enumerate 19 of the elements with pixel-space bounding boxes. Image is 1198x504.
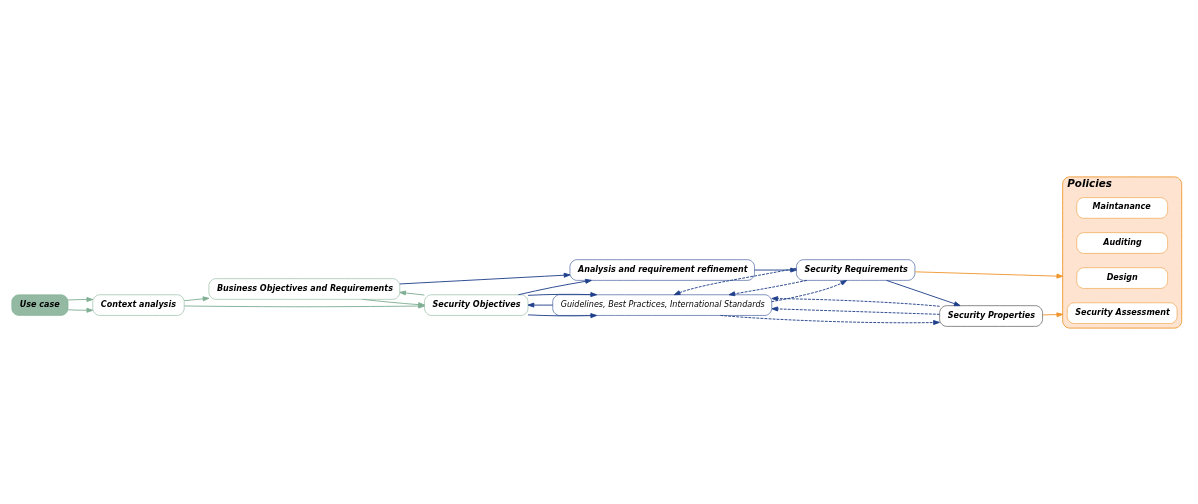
- arrow: [771, 279, 848, 302]
- arrow: [518, 278, 592, 295]
- arrow: [728, 279, 808, 296]
- arrow: [673, 267, 797, 295]
- arrow: [67, 307, 94, 313]
- arrow: [886, 279, 961, 306]
- arrow: [183, 295, 210, 301]
- arrow: [1042, 311, 1064, 317]
- arrow: [754, 267, 797, 272]
- arrow: [720, 314, 940, 325]
- arrow: [527, 291, 598, 297]
- arrow: [771, 305, 941, 315]
- arrow: [914, 270, 1064, 279]
- arrow: [527, 312, 598, 318]
- arrow: [771, 295, 941, 307]
- arrow: [399, 272, 571, 284]
- arrow: [527, 302, 554, 308]
- arrow: [399, 290, 425, 296]
- arrow: [67, 296, 94, 302]
